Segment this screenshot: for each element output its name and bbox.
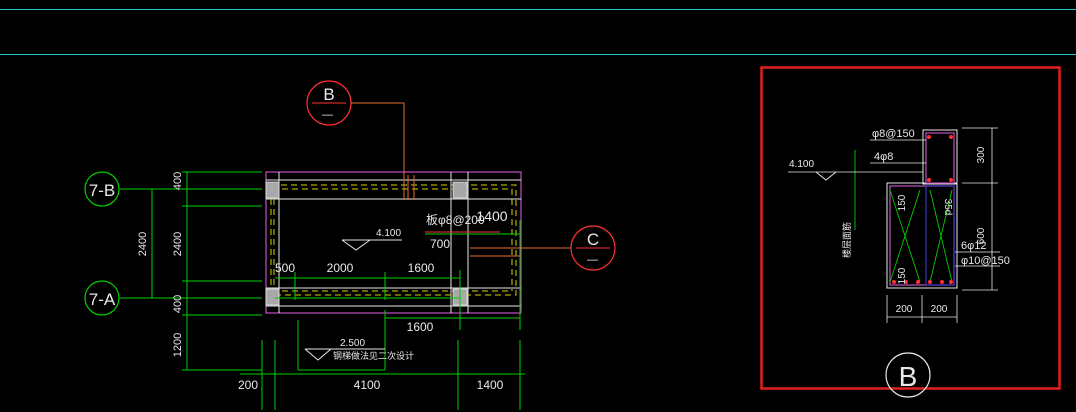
svg-text:—: — <box>322 109 333 121</box>
section-marker-b-label: B <box>323 85 334 104</box>
slab-rebar-note: 板φ8@200 <box>426 213 485 227</box>
hidden-lines <box>270 184 517 296</box>
detail-title: B <box>899 361 918 392</box>
detail-level-text: 4.100 <box>789 159 814 170</box>
beam-section <box>886 182 958 289</box>
level-bottom-text: 2.500 <box>340 338 365 349</box>
dim-w-200b: 200 <box>931 304 948 315</box>
dim-left-total: 2400 <box>137 232 149 256</box>
dim-inner: 35d <box>942 199 953 216</box>
dim-v-150b: 150 <box>897 267 908 284</box>
axis-bubble-7b: 7-B <box>84 171 120 207</box>
dimension-lines <box>120 171 525 410</box>
detail-rebar-labels: φ8@150 4φ8 6φ12 φ10@150 楼层面筋 <box>841 128 1010 267</box>
level-top-text: 4.100 <box>376 228 401 239</box>
dim-right-1400: 1400 <box>476 208 507 224</box>
section-marker-c: C — <box>470 225 616 271</box>
level-symbol-top: 4.100 <box>341 228 402 251</box>
dim-bottom-200: 200 <box>238 378 258 392</box>
left-dimension-texts: 2400 400 2400 400 1200 <box>137 172 184 357</box>
dim-left-extra: 1200 <box>172 333 184 357</box>
toolbar-rules <box>0 9 1076 55</box>
highlight-box <box>760 66 1061 390</box>
dim-h-mid: 600 <box>976 227 987 244</box>
rebar-bottom2: φ10@150 <box>961 255 1010 267</box>
rebar-dots <box>892 135 953 284</box>
detail-dimension-texts: 300 600 150 150 35d 200 200 <box>896 146 987 315</box>
beam-side-label: 楼层面筋 <box>841 222 852 258</box>
axis-label-top: 7-B <box>89 181 115 200</box>
detail-b: 4.100 φ8@150 4φ8 6φ12 φ10@150 楼层面筋 300 6… <box>760 66 1061 398</box>
rebar-bottom1: 6φ12 <box>961 240 987 252</box>
plan-view: 7-B 7-A 2400 400 2400 400 1200 500 2000 … <box>84 80 616 410</box>
upstand-section <box>922 129 958 185</box>
dim-left-bottom: 400 <box>172 295 184 313</box>
rebar-mid: 4φ8 <box>874 151 893 163</box>
svg-text:—: — <box>587 254 598 266</box>
dim-2000: 2000 <box>327 261 354 275</box>
section-marker-c-label: C <box>587 230 599 249</box>
axis-label-bottom: 7-A <box>89 290 116 309</box>
section-marker-b: B — <box>306 80 415 200</box>
stair-note: 钢梯做法见二次设计 <box>333 350 414 361</box>
slab-outline <box>265 171 522 314</box>
inner-dimension-texts: 500 2000 1600 1600 700 200 4100 1400 140… <box>238 208 508 392</box>
dim-500: 500 <box>275 261 295 275</box>
dim-700: 700 <box>430 237 450 251</box>
dim-v-150a: 150 <box>897 194 908 211</box>
detail-level-symbol <box>815 171 837 181</box>
level-symbol-bottom: 2.500 钢梯做法见二次设计 <box>304 338 414 361</box>
dim-left-mid: 2400 <box>172 232 184 256</box>
dim-left-top: 400 <box>172 172 184 190</box>
dim-bottom-1400: 1400 <box>477 378 504 392</box>
axis-bubble-7a: 7-A <box>84 280 120 316</box>
dim-bottom-4100: 4100 <box>354 378 381 392</box>
rebar-top: φ8@150 <box>872 128 915 140</box>
detail-title-bubble: B <box>885 352 931 398</box>
dim-1600-top: 1600 <box>408 261 435 275</box>
dim-w-200a: 200 <box>896 304 913 315</box>
dim-1600-bottom: 1600 <box>407 320 434 334</box>
beam-outlines <box>266 172 521 313</box>
dim-h-top: 300 <box>976 146 987 163</box>
